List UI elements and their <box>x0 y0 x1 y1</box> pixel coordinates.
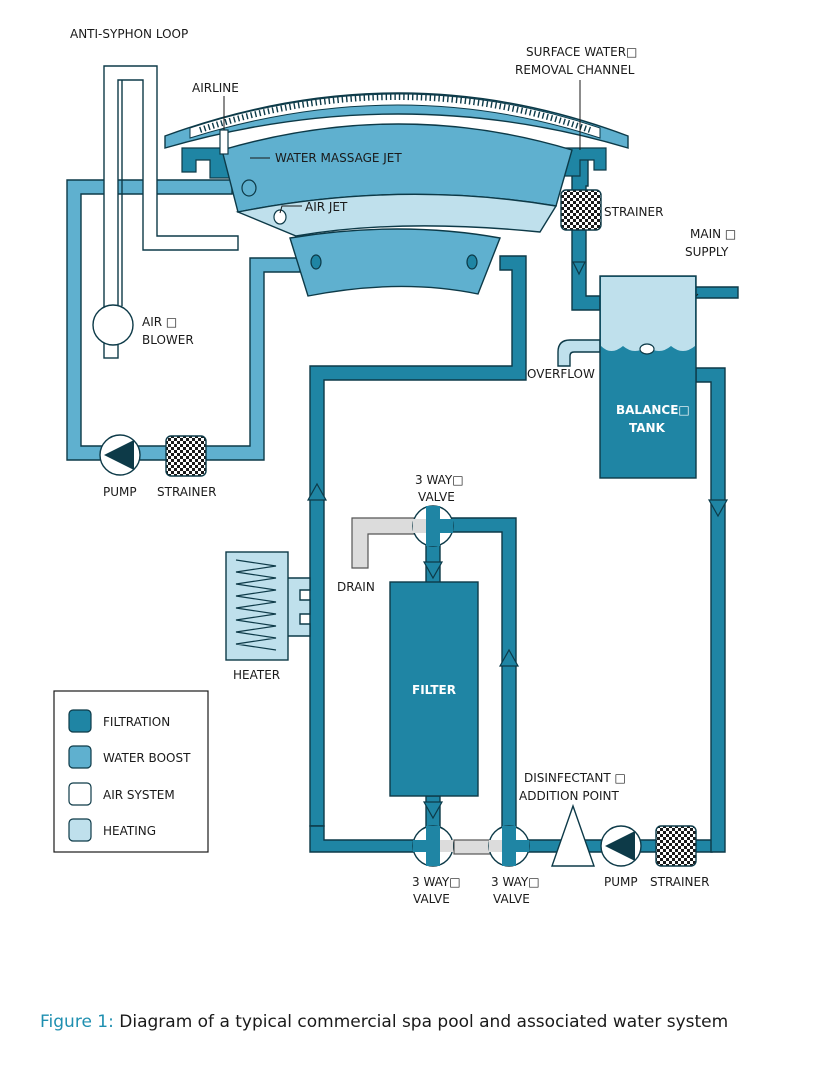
water-boost-loop <box>66 179 301 461</box>
label-drain: DRAIN <box>337 580 375 594</box>
strainer-top <box>560 189 602 231</box>
arrow-down-right <box>707 499 729 518</box>
balance-tank <box>599 275 697 479</box>
caption-text: Diagram of a typical commercial spa pool… <box>113 1012 729 1032</box>
label-main-supply-1: MAIN □ <box>690 227 736 241</box>
caption-figure-number: Figure 1: <box>40 1012 114 1032</box>
svg-text:WATER BOOST: WATER BOOST <box>103 751 191 765</box>
air-blower <box>92 304 134 359</box>
label-air-jet: AIR JET <box>305 200 348 214</box>
arrow-down-valve-top <box>422 561 444 580</box>
label-balance-tank-2: TANK <box>629 421 666 435</box>
label-valve-bl-1: 3 WAY□ <box>412 875 461 889</box>
heater <box>225 551 311 661</box>
figure-caption: Figure 1: Diagram of a typical commercia… <box>40 1012 728 1032</box>
svg-text:HEATING: HEATING <box>103 824 156 838</box>
label-valve-br-2: VALVE <box>493 892 530 906</box>
three-way-valve-bottom-right <box>488 825 530 867</box>
label-water-massage-jet: WATER MASSAGE JET <box>275 151 402 165</box>
legend-item-heating: HEATING <box>68 818 156 842</box>
disinfectant-addition-point <box>551 803 595 867</box>
svg-text:FILTRATION: FILTRATION <box>103 715 170 729</box>
label-heater: HEATER <box>233 668 280 682</box>
label-balance-tank-1: BALANCE□ <box>616 403 690 417</box>
label-removal-channel: REMOVAL CHANNEL <box>515 63 635 77</box>
label-air-blower-2: BLOWER <box>142 333 194 347</box>
arrow-down-strainer <box>572 261 586 276</box>
label-surface-water: SURFACE WATER□ <box>526 45 637 59</box>
legend: FILTRATION WATER BOOST AIR SYSTEM HEATIN… <box>53 690 209 853</box>
label-anti-syphon-loop: ANTI-SYPHON LOOP <box>70 27 188 41</box>
strainer-left <box>165 435 207 477</box>
label-strainer-bottom: STRAINER <box>650 875 709 889</box>
label-valve-bl-2: VALVE <box>413 892 450 906</box>
legend-item-air-system: AIR SYSTEM <box>68 782 175 806</box>
label-main-supply-2: SUPPLY <box>685 245 729 259</box>
label-airline: AIRLINE <box>192 81 239 95</box>
label-pump-left: PUMP <box>103 485 137 499</box>
label-disinfectant: DISINFECTANT □ <box>524 771 626 785</box>
label-pump-bottom: PUMP <box>604 875 638 889</box>
label-valve-top-1: 3 WAY□ <box>415 473 464 487</box>
strainer-bottom <box>655 825 697 867</box>
label-overflow: OVERFLOW <box>527 367 595 381</box>
three-way-valve-top <box>412 505 454 547</box>
label-strainer-left: STRAINER <box>157 485 216 499</box>
flow-arrows <box>306 261 729 820</box>
three-way-valve-bottom-left <box>412 825 454 867</box>
filter <box>389 581 479 797</box>
label-valve-br-1: 3 WAY□ <box>491 875 540 889</box>
pump-left <box>99 434 141 476</box>
labels: ANTI-SYPHON LOOP AIRLINE SURFACE WATER□ … <box>70 27 736 906</box>
legend-item-filtration: FILTRATION <box>68 709 170 733</box>
overflow-pipe <box>557 339 601 367</box>
spa-pool <box>164 92 629 297</box>
label-addition-point: ADDITION POINT <box>519 789 620 803</box>
label-strainer-top: STRAINER <box>604 205 663 219</box>
arrow-down-filter <box>422 801 444 820</box>
pump-bottom <box>600 825 642 867</box>
label-filter: FILTER <box>412 683 456 697</box>
label-valve-top-2: VALVE <box>418 490 455 504</box>
svg-text:AIR SYSTEM: AIR SYSTEM <box>103 788 175 802</box>
legend-item-water-boost: WATER BOOST <box>68 745 191 769</box>
arrow-up-left <box>306 482 328 501</box>
label-air-blower-1: AIR □ <box>142 315 177 329</box>
arrow-up-bypass <box>498 648 520 667</box>
